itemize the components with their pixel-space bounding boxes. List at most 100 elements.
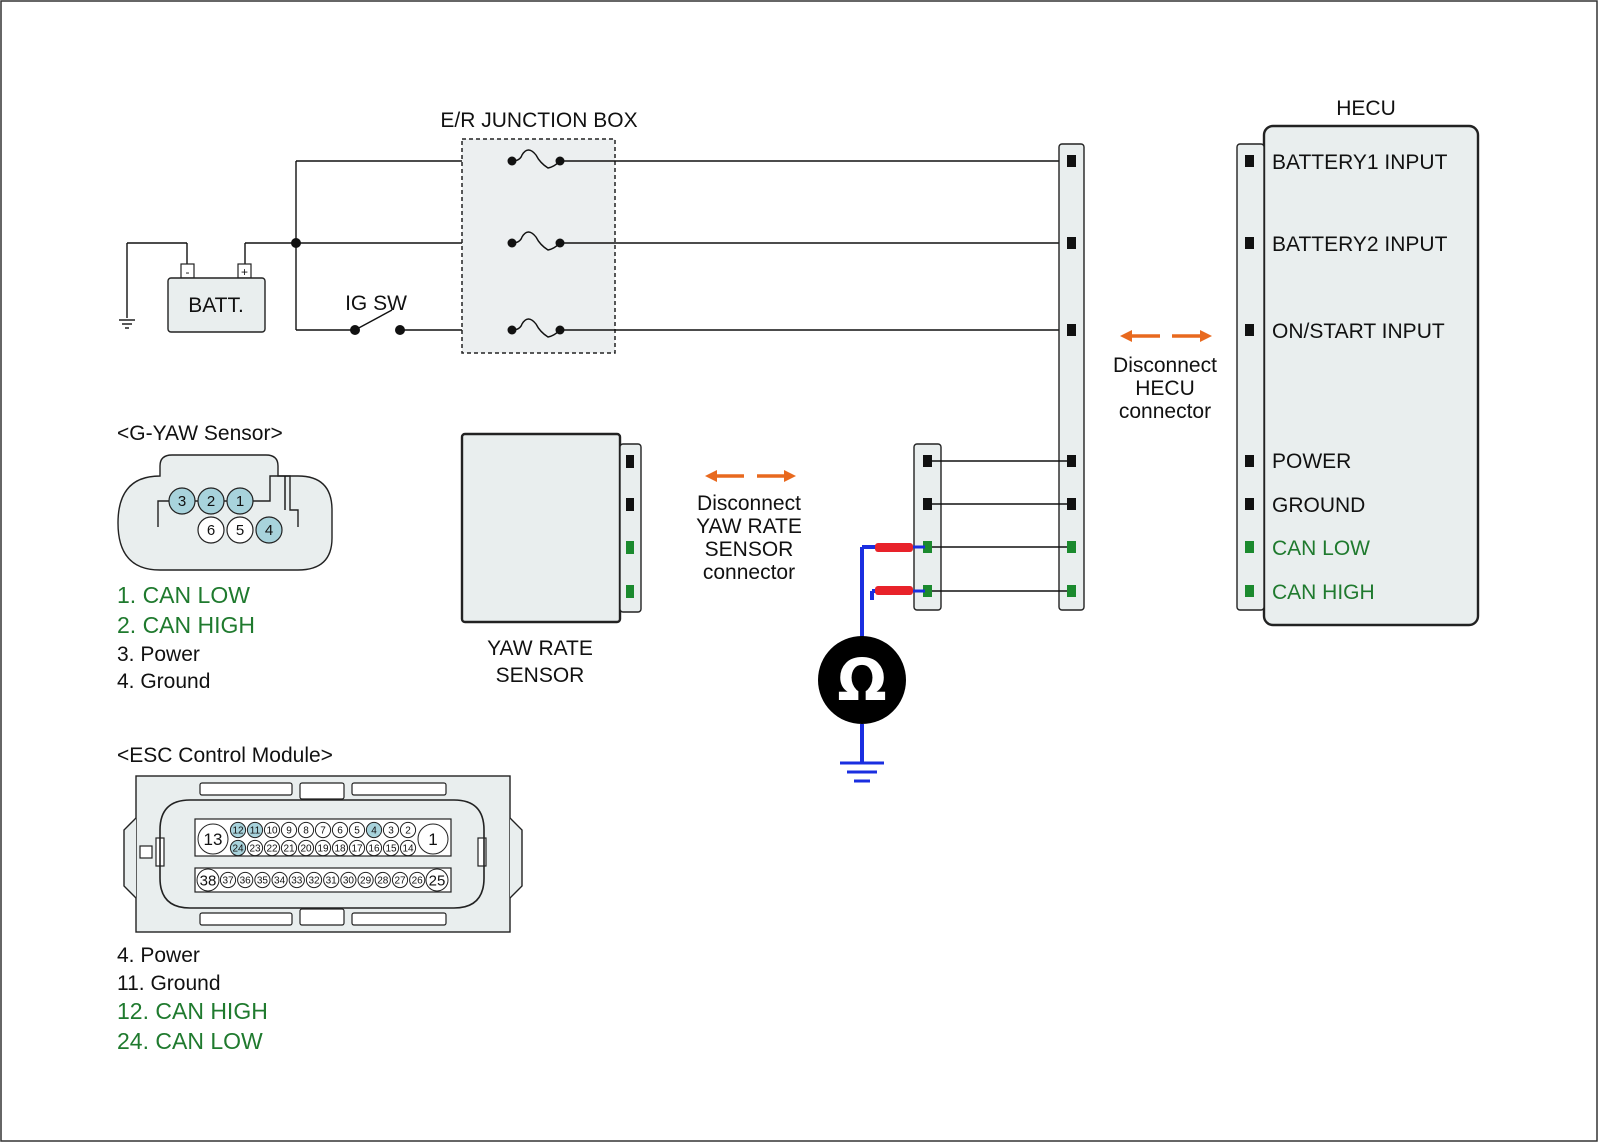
esc-pin-number: 33 — [291, 876, 303, 887]
harness-pin-2 — [1067, 237, 1076, 249]
ohm-symbol: Ω — [837, 646, 886, 714]
esc-pin — [365, 821, 383, 839]
esc-pin — [280, 839, 298, 857]
hecu-connector — [1236, 143, 1265, 611]
fuse-1-icon — [507, 149, 565, 169]
yaw-disconnect-arrows-icon — [705, 470, 796, 482]
esc-pin — [263, 821, 281, 839]
esc-pin-number: 25 — [429, 872, 446, 889]
harness-pin-1 — [1067, 155, 1076, 167]
g-yaw-pin — [226, 487, 254, 515]
esc-pin-number: 37 — [222, 876, 234, 887]
esc-pin-number: 23 — [249, 844, 261, 855]
hecu-title: HECU — [1336, 97, 1396, 120]
esc-pin — [297, 839, 315, 857]
esc-pin — [331, 821, 349, 839]
esc-pin-number: 6 — [337, 826, 343, 837]
hecu-pin-7 — [1245, 585, 1254, 597]
esc-pin — [254, 871, 271, 889]
esc-pin-number: 20 — [300, 844, 312, 855]
yaw-disconnect-line1: Disconnect — [697, 492, 801, 515]
ohmmeter-probes: Ω — [818, 543, 925, 783]
harness-connector-body — [1058, 143, 1085, 611]
esc-pin — [323, 871, 340, 889]
esc-pin — [348, 821, 366, 839]
esc-pin — [196, 868, 220, 892]
esc-pin-number: 38 — [200, 872, 217, 889]
esc-legend-item: 24. CAN LOW — [117, 1028, 263, 1054]
esc-pin — [425, 868, 449, 892]
esc-pin — [340, 871, 357, 889]
battery-body — [167, 277, 266, 333]
esc-pin-number: 28 — [377, 876, 389, 887]
yaw-harness-pin-4 — [923, 585, 932, 597]
esc-pin — [391, 871, 409, 889]
esc-pin-number: 5 — [354, 826, 360, 837]
g-yaw-legend: 1. CAN LOW 2. CAN HIGH 3. Power 4. Groun… — [117, 582, 255, 693]
g-yaw-pin — [255, 516, 283, 544]
esc-pin — [417, 823, 449, 855]
yaw-sensor-body — [460, 432, 622, 624]
ignition-switch-label: IG SW — [345, 292, 407, 315]
yaw-sensor-label-2: SENSOR — [496, 664, 585, 687]
esc-legend-item: 12. CAN HIGH — [117, 998, 268, 1024]
esc-pin — [229, 821, 247, 839]
esc-pin-number: 36 — [240, 876, 252, 887]
esc-pin-number: 7 — [320, 826, 326, 837]
esc-pin — [409, 871, 426, 889]
esc-pin — [382, 821, 400, 839]
yaw-sensor-pin-3 — [626, 541, 634, 554]
esc-pin-number: 29 — [360, 876, 372, 887]
g-yaw-title: <G-YAW Sensor> — [117, 422, 283, 445]
yaw-sensor-connector — [619, 443, 642, 613]
esc-legend-item: 4. Power — [117, 944, 200, 967]
yaw-sensor-pin-1 — [626, 455, 634, 468]
g-yaw-pin — [226, 516, 254, 544]
g-yaw-connector: <G-YAW Sensor> 3 2 1 6 5 4 — [117, 422, 333, 571]
hecu-pin-label: BATTERY2 INPUT — [1272, 233, 1448, 256]
hecu-pin-1 — [1245, 155, 1254, 167]
yaw-sensor-label-1: YAW RATE — [487, 637, 593, 660]
esc-pin-number: 13 — [204, 830, 223, 849]
esc-pin — [365, 839, 383, 857]
esc-pin-number: 27 — [394, 876, 406, 887]
battery-pos-label: + — [241, 265, 248, 279]
g-yaw-pin — [168, 487, 196, 515]
g-yaw-pin-number: 3 — [178, 493, 186, 510]
g-yaw-pin — [197, 516, 225, 544]
hecu-disconnect-line1: Disconnect — [1113, 354, 1217, 377]
esc-pin — [331, 839, 349, 857]
yaw-harness-pin-3 — [923, 541, 932, 553]
esc-pin-number: 26 — [412, 876, 424, 887]
esc-pin-number: 15 — [385, 844, 397, 855]
harness-pin-4 — [1067, 455, 1076, 467]
esc-pin — [314, 821, 332, 839]
esc-pin-number: 34 — [274, 876, 286, 887]
esc-pin-number: 14 — [402, 844, 414, 855]
hecu-pin-5 — [1245, 498, 1254, 510]
esc-pin — [197, 823, 229, 855]
esc-pin — [399, 839, 417, 857]
esc-pin-number: 3 — [388, 826, 394, 837]
hecu-pin-6 — [1245, 541, 1254, 553]
ignition-switch — [350, 309, 405, 335]
esc-pin-number: 18 — [334, 844, 346, 855]
hecu-disconnect-line3: connector — [1119, 400, 1211, 423]
esc-pin — [357, 871, 374, 889]
esc-pin — [297, 821, 315, 839]
esc-pin-number: 22 — [266, 844, 278, 855]
junction-box-outline — [461, 138, 616, 354]
g-yaw-pin-number: 4 — [265, 522, 273, 539]
hecu-pin-label: BATTERY1 INPUT — [1272, 151, 1448, 174]
esc-pin-number: 12 — [232, 826, 244, 837]
esc-pin — [288, 871, 305, 889]
g-yaw-pin-number: 5 — [236, 522, 244, 539]
g-yaw-legend-item: 2. CAN HIGH — [117, 612, 255, 638]
harness-pin-5 — [1067, 498, 1076, 510]
esc-pin-number: 17 — [351, 844, 363, 855]
esc-pin — [382, 839, 400, 857]
yaw-disconnect-line2: YAW RATE — [696, 515, 802, 538]
